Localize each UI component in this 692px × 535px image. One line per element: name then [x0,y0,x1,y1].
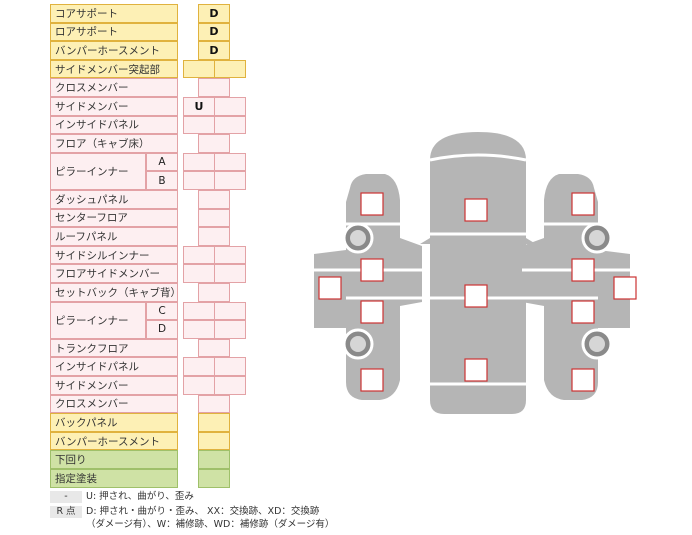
inspection-grid: コアサポート D ロアサポート D バンパーホースメント D サイドメンバー突起部クロスメン… [0,0,260,490]
damage-marker[interactable] [571,300,595,324]
damage-cell[interactable]: D [198,41,230,60]
row-label: サイドメンバー [50,376,178,395]
left-front-hub [350,230,366,246]
damage-marker[interactable] [360,300,384,324]
damage-cell[interactable] [214,376,246,395]
damage-cell[interactable] [183,115,215,135]
legend: - U: 押され、曲がり、歪み R 点 D: 押され・曲がり・歪み、 XX：交換… [50,491,390,533]
damage-cell[interactable] [198,413,230,432]
right-side-panel [522,174,630,400]
damage-cell[interactable] [198,208,230,228]
damage-cell[interactable] [183,357,215,376]
damage-cell[interactable] [214,357,246,376]
right-front-hub [589,230,605,246]
row-label: ピラーインナー [50,152,146,190]
damage-cell[interactable] [198,283,230,302]
car-body-diagram [314,132,637,414]
row-label: トランクフロア [50,338,178,358]
damage-cell[interactable] [198,450,230,469]
right-rear-hub [589,336,605,352]
damage-cell[interactable] [214,264,246,283]
damage-cell[interactable] [183,320,215,339]
car-right-side [522,174,630,400]
damage-marker[interactable] [571,192,595,216]
damage-cell[interactable]: U [183,97,215,116]
row-label: ダッシュパネル [50,190,178,209]
damage-cell[interactable] [198,78,230,97]
legend-text-3: （ダメージ有）、W：補修跡、WD：補修跡（ダメージ有） [86,519,335,530]
row-label: クロスメンバー [50,78,178,97]
damage-cell[interactable] [183,264,215,283]
pillar-sub-label: A [146,152,178,172]
damage-cell[interactable] [214,152,246,172]
left-rear-hub [350,336,366,352]
row-label: バンパーホースメント [50,41,178,60]
damage-cell[interactable] [214,301,246,321]
damage-cell[interactable] [183,152,215,172]
legend-text-1: U: 押され、曲がり、歪み [86,491,194,502]
damage-cell[interactable] [198,227,230,246]
damage-cell[interactable] [183,171,215,190]
row-label: クロスメンバー [50,394,178,414]
row-label: インサイドパネル [50,357,178,376]
damage-cell[interactable] [183,301,215,321]
legend-key-2: R 点 [50,506,82,518]
left-side-panel [314,174,422,400]
row-label: フロアサイドメンバー [50,264,178,283]
row-label: センターフロア [50,208,178,228]
damage-cell[interactable] [198,394,230,414]
row-label: セットバック（キャブ背） [50,283,181,302]
damage-cell[interactable] [198,338,230,358]
car-top-view [420,132,536,414]
row-label: サイドシルインナー [50,245,178,265]
damage-marker[interactable] [571,368,595,392]
damage-cell[interactable] [198,190,230,209]
car-left-side [314,174,422,400]
damage-cell[interactable] [214,115,246,135]
damage-marker[interactable] [613,276,637,300]
row-label: 下回り [50,450,178,469]
pillar-sub-label: D [146,320,178,339]
legend-text-2: D: 押され・曲がり・歪み、 XX：交換跡、XD：交換跡 [86,506,320,517]
damage-cell[interactable] [198,469,230,488]
damage-cell[interactable] [198,431,230,451]
damage-cell[interactable] [183,376,215,395]
pillar-sub-label: B [146,171,178,190]
row-label: ルーフパネル [50,227,178,246]
row-label: 指定塗装 [50,469,178,488]
legend-key-1: - [50,491,82,503]
damage-marker[interactable] [318,276,342,300]
damage-cell[interactable] [214,59,246,79]
row-label: サイドメンバー [50,97,178,116]
damage-marker[interactable] [360,258,384,282]
damage-marker[interactable] [464,284,488,308]
damage-cell[interactable] [198,134,230,153]
damage-marker[interactable] [464,358,488,382]
row-label: ピラーインナー [50,301,146,339]
damage-marker[interactable] [571,258,595,282]
damage-cell[interactable] [214,320,246,339]
row-label: フロア（キャブ床） [50,134,178,153]
top-hood-seam [429,153,527,162]
damage-markers [318,192,637,392]
damage-marker[interactable] [360,368,384,392]
damage-cell[interactable]: D [198,4,230,23]
pillar-sub-label: C [146,301,178,321]
damage-cell[interactable] [183,59,215,79]
row-label: インサイドパネル [50,115,178,135]
row-label: サイドメンバー突起部 [50,59,178,79]
damage-cell[interactable]: D [198,22,230,42]
damage-cell[interactable] [214,245,246,265]
top-body [430,132,526,414]
top-mirror-line [420,238,536,244]
damage-marker[interactable] [464,198,488,222]
damage-cell[interactable] [214,171,246,190]
damage-cell[interactable] [214,97,246,116]
row-label: コアサポート [50,4,178,23]
row-label: バックパネル [50,413,178,432]
damage-marker[interactable] [360,192,384,216]
row-label: ロアサポート [50,22,178,42]
row-label: バンパーホースメント [50,431,178,451]
damage-cell[interactable] [183,245,215,265]
